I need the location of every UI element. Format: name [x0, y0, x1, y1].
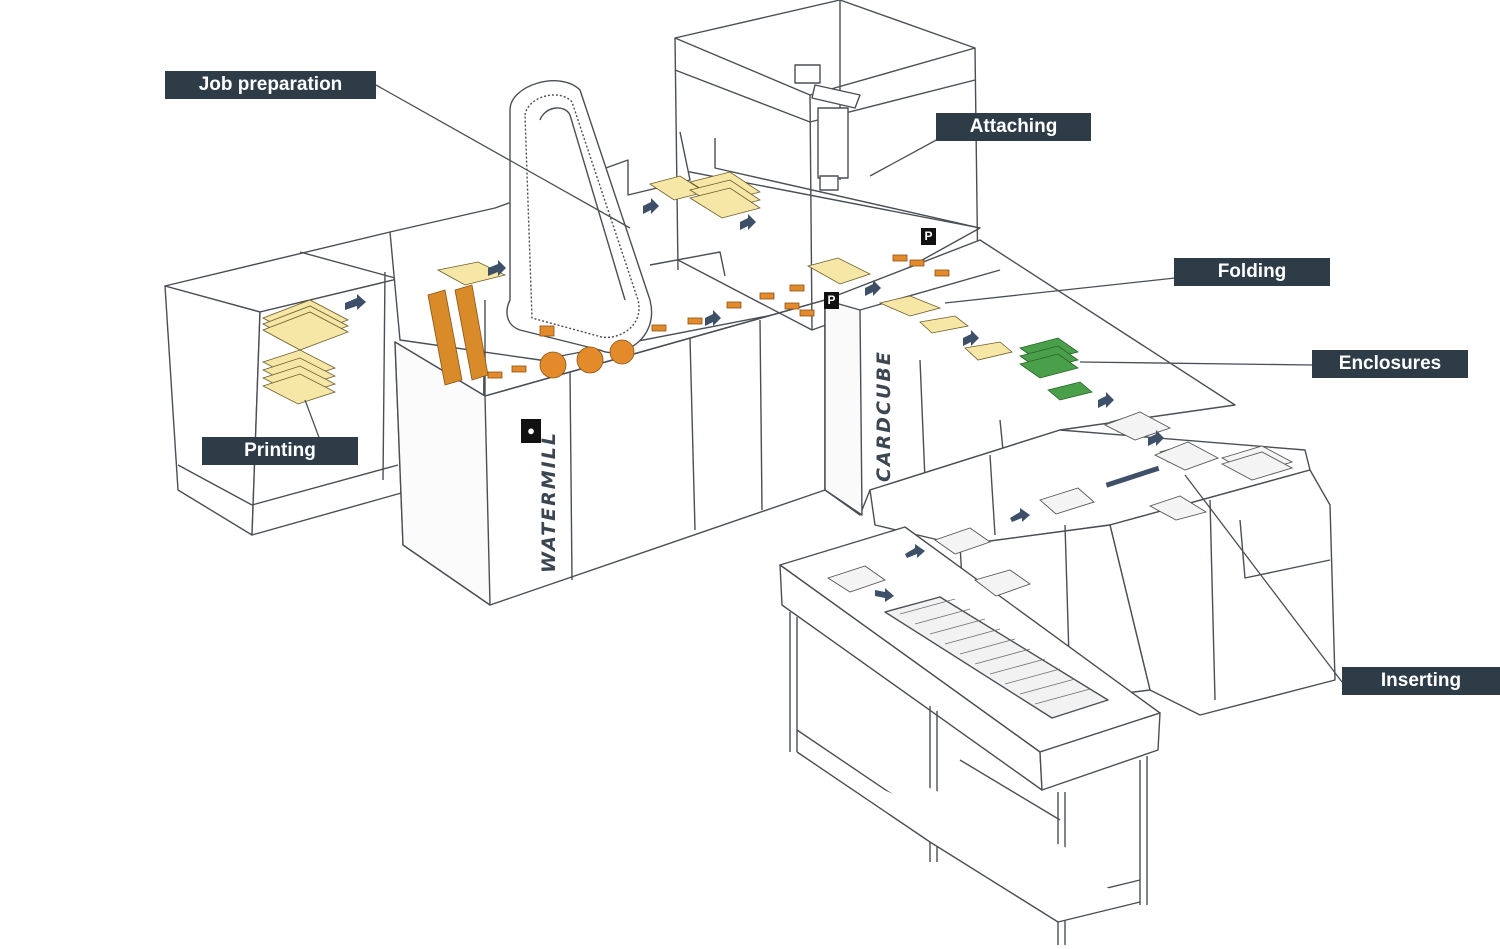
lock-icon: ● [521, 419, 541, 443]
envelope-output-tray [884, 596, 1109, 719]
callout-enclosures: Enclosures [1312, 350, 1468, 378]
cardcube-brand-label: CARDCUBE [873, 350, 895, 482]
callout-attaching: Attaching [936, 113, 1091, 141]
callout-inserting: Inserting [1342, 667, 1500, 695]
callout-printing: Printing [202, 437, 358, 465]
envelopes [826, 411, 1294, 597]
paper-stacks [261, 171, 1197, 463]
flow-arrows [345, 198, 1164, 602]
watermill-brand-label: WATERMILL [538, 431, 560, 573]
parking-marker: P [921, 228, 936, 245]
callout-folding: Folding [1174, 258, 1330, 286]
parking-marker: P [824, 292, 839, 309]
watermill-conveyor [506, 80, 653, 354]
callout-lines [304, 84, 1343, 683]
callout-job-preparation: Job preparation [165, 71, 376, 99]
